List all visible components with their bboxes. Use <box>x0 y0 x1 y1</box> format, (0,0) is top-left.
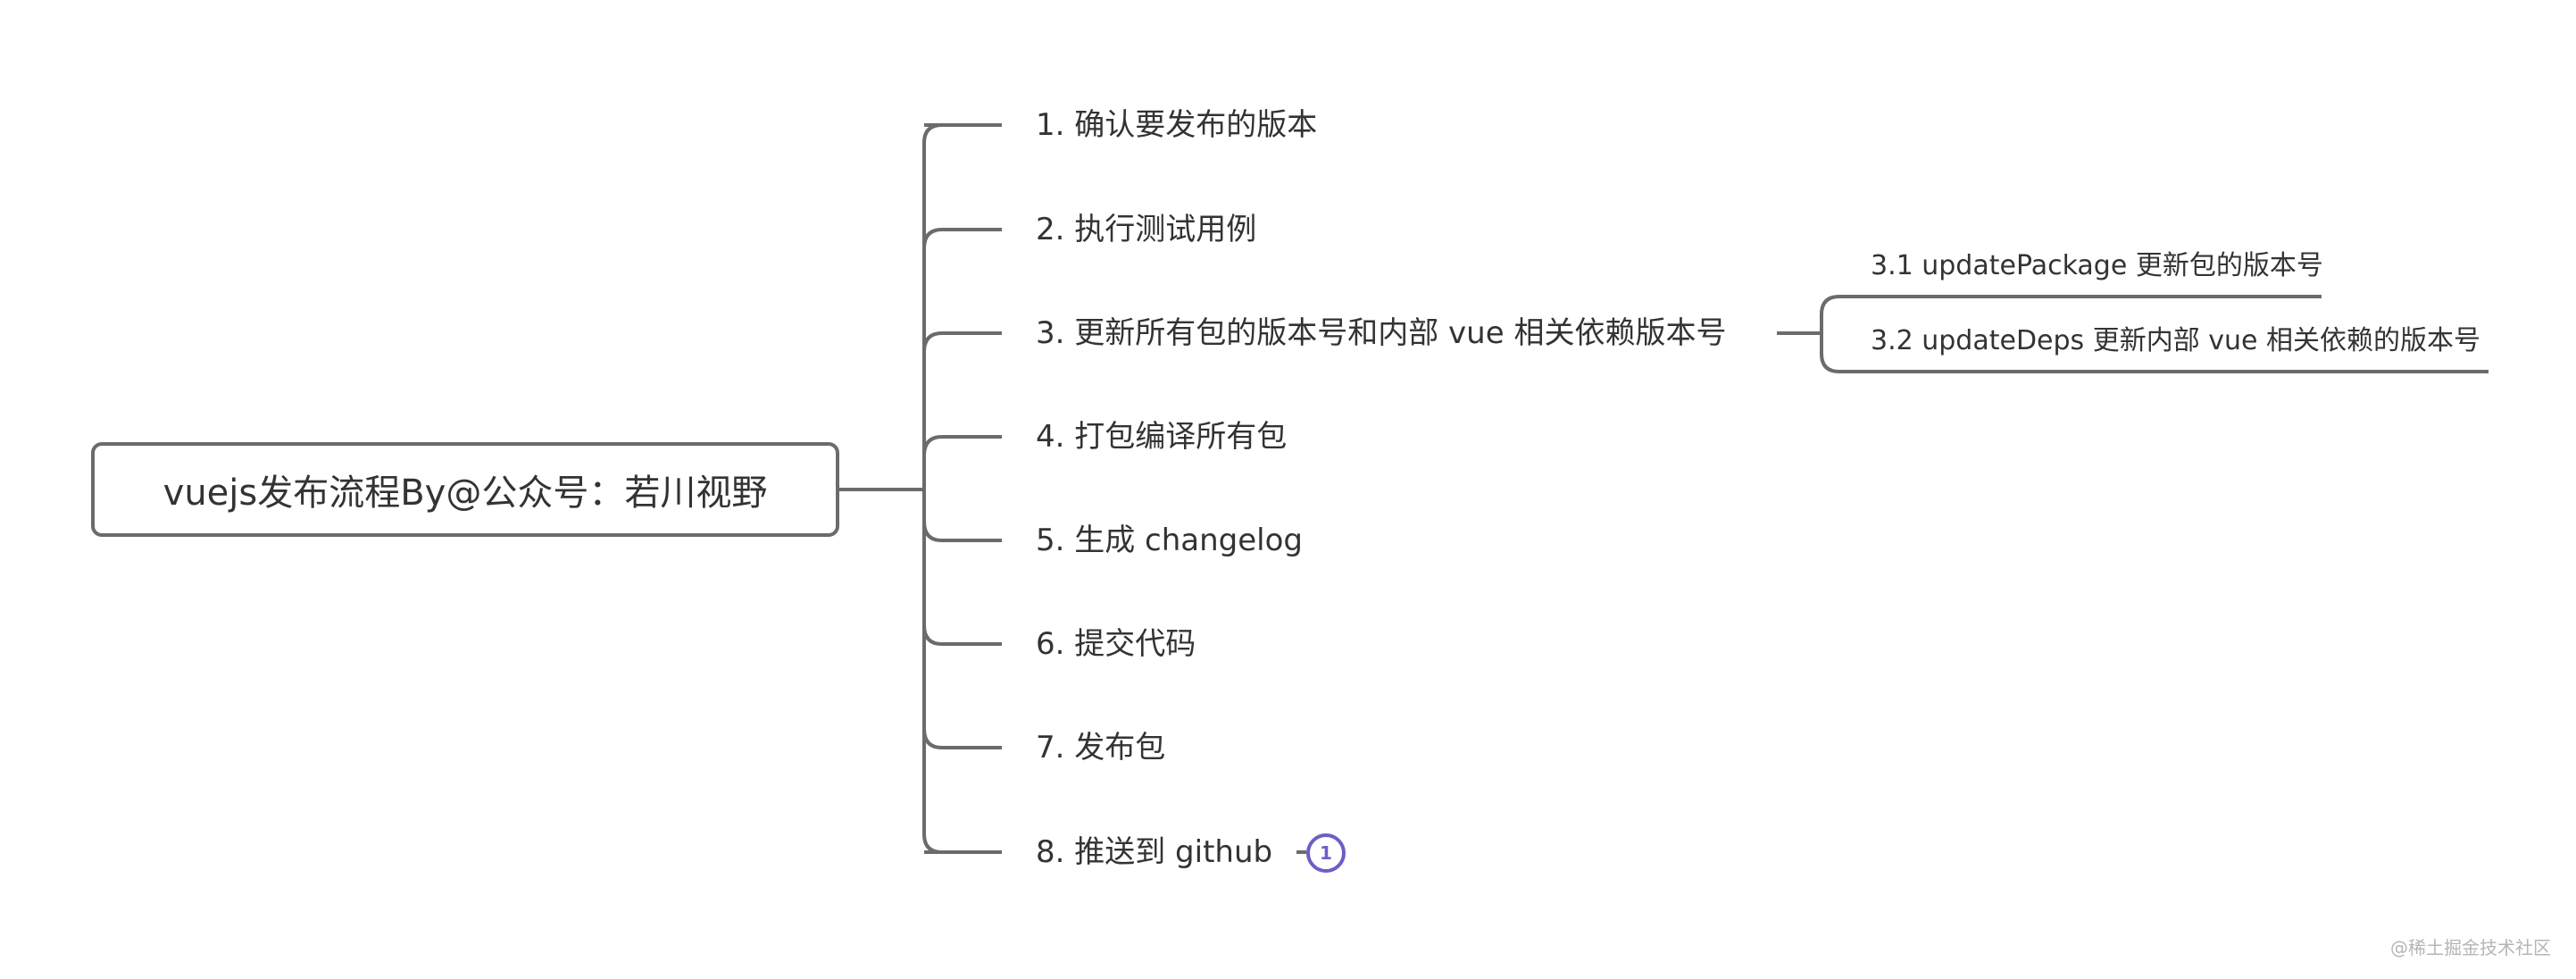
sub-branch-3-1[interactable]: 3.1 updatePackage 更新包的版本号 <box>1871 250 2323 281</box>
sub-spine <box>1820 295 2322 333</box>
root-label: vuejs发布流程By@公众号：若川视野 <box>163 473 768 514</box>
main-spine <box>922 123 943 854</box>
root-node[interactable]: vuejs发布流程By@公众号：若川视野 <box>91 442 839 537</box>
watermark: @稀土掘金技术社区 <box>2390 937 2551 958</box>
branch-connector-5 <box>922 521 1002 542</box>
branch-connector-7 <box>922 728 1002 749</box>
branch-connector-3 <box>922 331 1002 353</box>
sub-spine-lower <box>1820 333 2488 373</box>
note-count-badge[interactable]: 1 <box>1306 833 1346 873</box>
branch-6[interactable]: 6. 提交代码 <box>1036 626 1196 662</box>
branch-connector-6 <box>922 624 1002 646</box>
branch-connector-2 <box>922 228 1002 249</box>
branch-2[interactable]: 2. 执行测试用例 <box>1036 212 1257 247</box>
branch-connector-4 <box>922 435 1002 456</box>
branch-8[interactable]: 8. 推送到 github <box>1036 834 1273 870</box>
branch-5[interactable]: 5. 生成 changelog <box>1036 523 1304 558</box>
branch-3[interactable]: 3. 更新所有包的版本号和内部 vue 相关依赖版本号 <box>1036 315 1727 351</box>
branch-4[interactable]: 4. 打包编译所有包 <box>1036 419 1288 455</box>
badge-count: 1 <box>1320 842 1332 864</box>
sub-branch-3-2[interactable]: 3.2 updateDeps 更新内部 vue 相关依赖的版本号 <box>1871 325 2481 356</box>
branch-7[interactable]: 7. 发布包 <box>1036 730 1166 766</box>
branch-1[interactable]: 1. 确认要发布的版本 <box>1036 107 1318 143</box>
